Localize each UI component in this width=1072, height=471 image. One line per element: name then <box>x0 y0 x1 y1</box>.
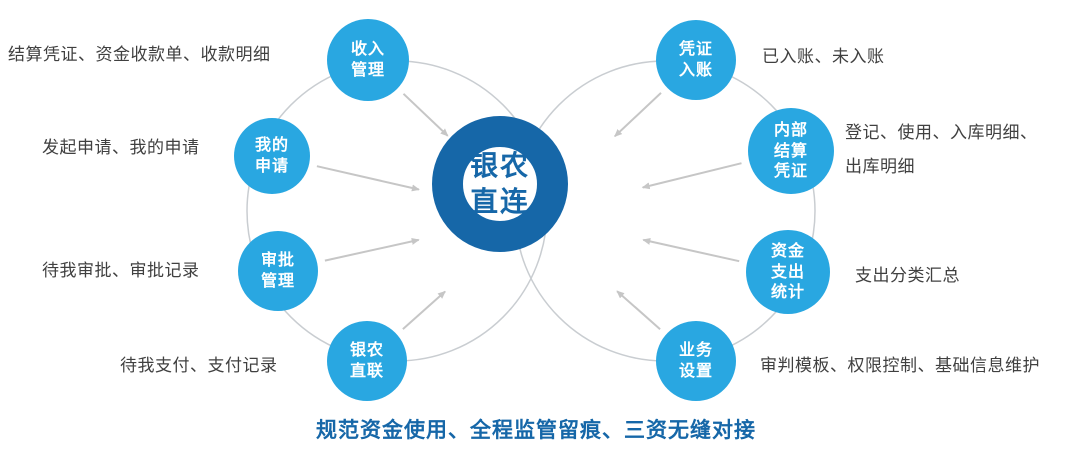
node-label-internal-settlement-voucher: 内部 结算 凭证 <box>773 119 808 181</box>
node-label-business-settings: 业务 设置 <box>678 340 713 380</box>
node-internal-settlement-voucher: 内部 结算 凭证 <box>748 108 834 194</box>
node-label-income-management: 收入 管理 <box>350 39 385 79</box>
tagline: 规范资金使用、全程监管留痕、三资无缝对接 <box>316 418 756 442</box>
node-label-bank-agri-direct-link: 银农 直联 <box>349 340 384 380</box>
connector-arrow-my-application <box>316 165 420 192</box>
annotation-income-management-note: 结算凭证、资金收款单、收款明细 <box>8 45 271 65</box>
annotation-approval-management-note: 待我审批、审批记录 <box>42 261 200 281</box>
node-my-application: 我的 申请 <box>234 118 310 194</box>
node-bank-agri-direct-link: 银农 直联 <box>327 321 407 401</box>
annotation-voucher-entry-note: 已入账、未入账 <box>762 47 885 67</box>
annotation-bank-agri-direct-link-note: 待我支付、支付记录 <box>120 356 278 376</box>
connector-arrow-business-settings <box>616 290 661 330</box>
annotation-my-application-note: 发起申请、我的申请 <box>42 138 200 158</box>
node-business-settings: 业务 设置 <box>656 321 736 401</box>
node-label-fund-expenditure-stats: 资金 支出 统计 <box>770 240 805 302</box>
node-label-my-application: 我的 申请 <box>254 135 289 175</box>
connector-arrow-income-management <box>402 93 449 137</box>
annotation-fund-expenditure-stats-note: 支出分类汇总 <box>855 266 960 286</box>
connector-arrow-bank-agri-direct-link <box>402 290 446 330</box>
connector-arrow-fund-expenditure-stats <box>642 238 740 263</box>
connector-arrow-approval-management <box>324 237 420 262</box>
node-voucher-entry: 凭证 入账 <box>656 20 736 100</box>
node-label-approval-management: 审批 管理 <box>260 250 295 290</box>
connector-arrow-internal-settlement-voucher <box>641 162 742 190</box>
annotation-internal-settlement-voucher-note: 登记、使用、入库明细、 出库明细 <box>845 123 1038 177</box>
node-label-voucher-entry: 凭证 入账 <box>678 39 713 79</box>
connector-arrow-voucher-entry <box>614 92 662 138</box>
annotation-business-settings-note: 审判模板、权限控制、基础信息维护 <box>760 356 1040 376</box>
node-fund-expenditure-stats: 资金 支出 统计 <box>746 230 830 314</box>
node-income-management: 收入 管理 <box>327 19 409 101</box>
node-approval-management: 审批 管理 <box>238 231 318 311</box>
center-hub: 银农 直连 <box>432 116 568 252</box>
center-hub-label: 银农 直连 <box>469 148 530 218</box>
